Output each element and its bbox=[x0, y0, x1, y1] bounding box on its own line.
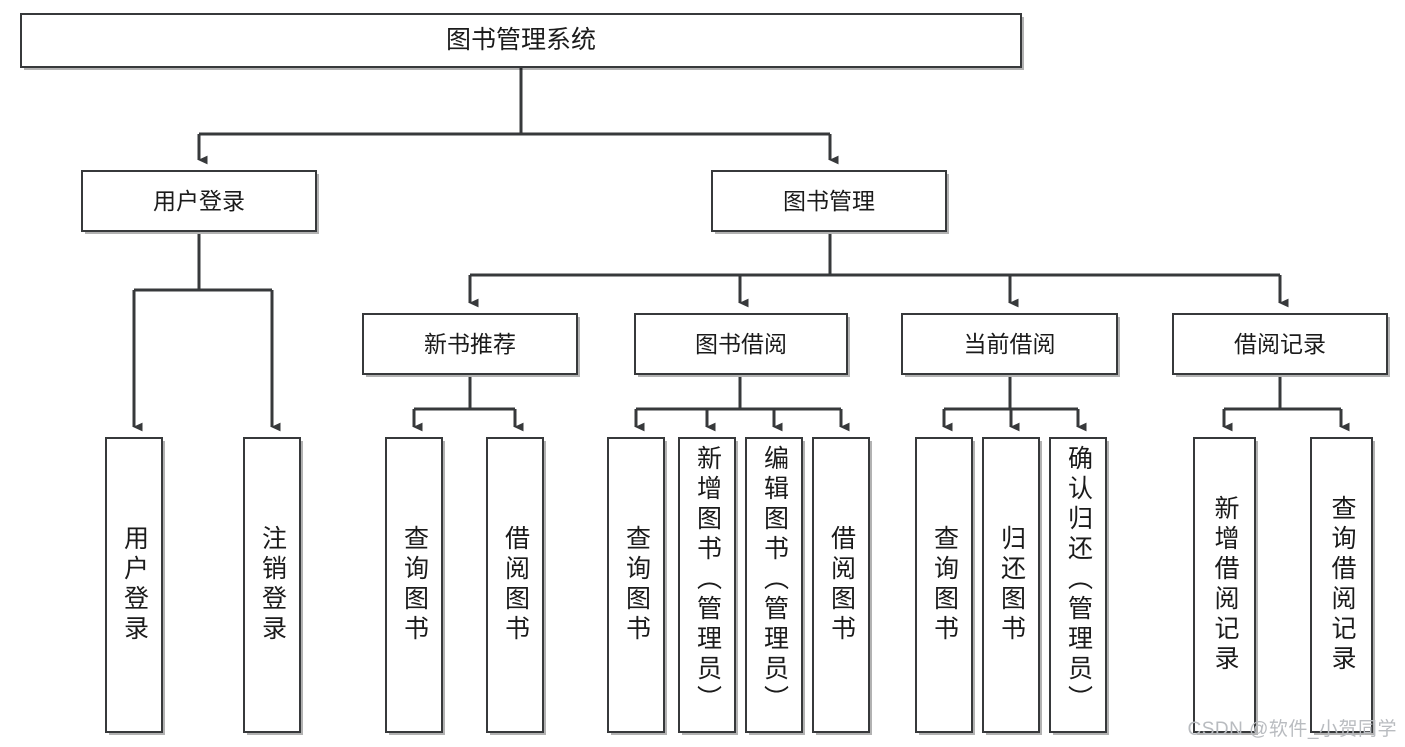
leaf-borrow-record-query[interactable]: 查询借阅记录 bbox=[1310, 437, 1373, 733]
leaf-new-book-borrow[interactable]: 借阅图书 bbox=[486, 437, 544, 733]
node-new-book-recommend[interactable]: 新书推荐 bbox=[362, 313, 578, 375]
leaf-current-borrow-query[interactable]: 查询图书 bbox=[915, 437, 973, 733]
leaf-borrow-record-query-label: 查询借阅记录 bbox=[1328, 495, 1356, 675]
leaf-current-borrow-query-label: 查询图书 bbox=[930, 525, 959, 645]
leaf-user-login-logout-label: 注销登录 bbox=[258, 525, 287, 645]
leaf-new-book-query[interactable]: 查询图书 bbox=[385, 437, 443, 733]
node-borrow-record-label: 借阅记录 bbox=[1234, 330, 1326, 357]
leaf-book-borrow-query-label: 查询图书 bbox=[622, 525, 651, 645]
node-user-login-label: 用户登录 bbox=[153, 187, 245, 214]
node-book-borrow-label: 图书借阅 bbox=[695, 330, 787, 357]
leaf-new-book-query-label: 查询图书 bbox=[400, 525, 429, 645]
node-current-borrow[interactable]: 当前借阅 bbox=[901, 313, 1118, 375]
leaf-current-borrow-confirm[interactable]: 确认归还（管理员） bbox=[1049, 437, 1107, 733]
leaf-book-borrow-borrow-label: 借阅图书 bbox=[827, 525, 856, 645]
leaf-book-borrow-query[interactable]: 查询图书 bbox=[607, 437, 665, 733]
csdn-watermark: CSDN @软件_小贺同学 bbox=[1187, 719, 1397, 740]
node-book-management-label: 图书管理 bbox=[783, 187, 875, 214]
leaf-book-borrow-edit-label: 编辑图书（管理员） bbox=[760, 445, 789, 715]
leaf-book-borrow-add[interactable]: 新增图书（管理员） bbox=[678, 437, 736, 733]
leaf-user-login-login-label: 用户登录 bbox=[120, 525, 149, 645]
leaf-user-login-login[interactable]: 用户登录 bbox=[105, 437, 163, 733]
node-root[interactable]: 图书管理系统 bbox=[20, 13, 1022, 68]
leaf-book-borrow-edit[interactable]: 编辑图书（管理员） bbox=[745, 437, 803, 733]
leaf-user-login-logout[interactable]: 注销登录 bbox=[243, 437, 301, 733]
leaf-borrow-record-add-label: 新增借阅记录 bbox=[1211, 495, 1239, 675]
leaf-book-borrow-add-label: 新增图书（管理员） bbox=[693, 445, 722, 715]
leaf-book-borrow-borrow[interactable]: 借阅图书 bbox=[812, 437, 870, 733]
node-borrow-record[interactable]: 借阅记录 bbox=[1172, 313, 1388, 375]
node-user-login[interactable]: 用户登录 bbox=[81, 170, 317, 232]
node-book-management[interactable]: 图书管理 bbox=[711, 170, 947, 232]
node-book-borrow[interactable]: 图书借阅 bbox=[634, 313, 848, 375]
leaf-current-borrow-return[interactable]: 归还图书 bbox=[982, 437, 1040, 733]
node-current-borrow-label: 当前借阅 bbox=[963, 330, 1056, 357]
leaf-current-borrow-return-label: 归还图书 bbox=[997, 525, 1026, 645]
node-new-book-recommend-label: 新书推荐 bbox=[424, 330, 516, 357]
leaf-borrow-record-add[interactable]: 新增借阅记录 bbox=[1193, 437, 1256, 733]
leaf-current-borrow-confirm-label: 确认归还（管理员） bbox=[1064, 445, 1093, 715]
leaf-new-book-borrow-label: 借阅图书 bbox=[501, 525, 530, 645]
node-root-label: 图书管理系统 bbox=[445, 26, 596, 55]
